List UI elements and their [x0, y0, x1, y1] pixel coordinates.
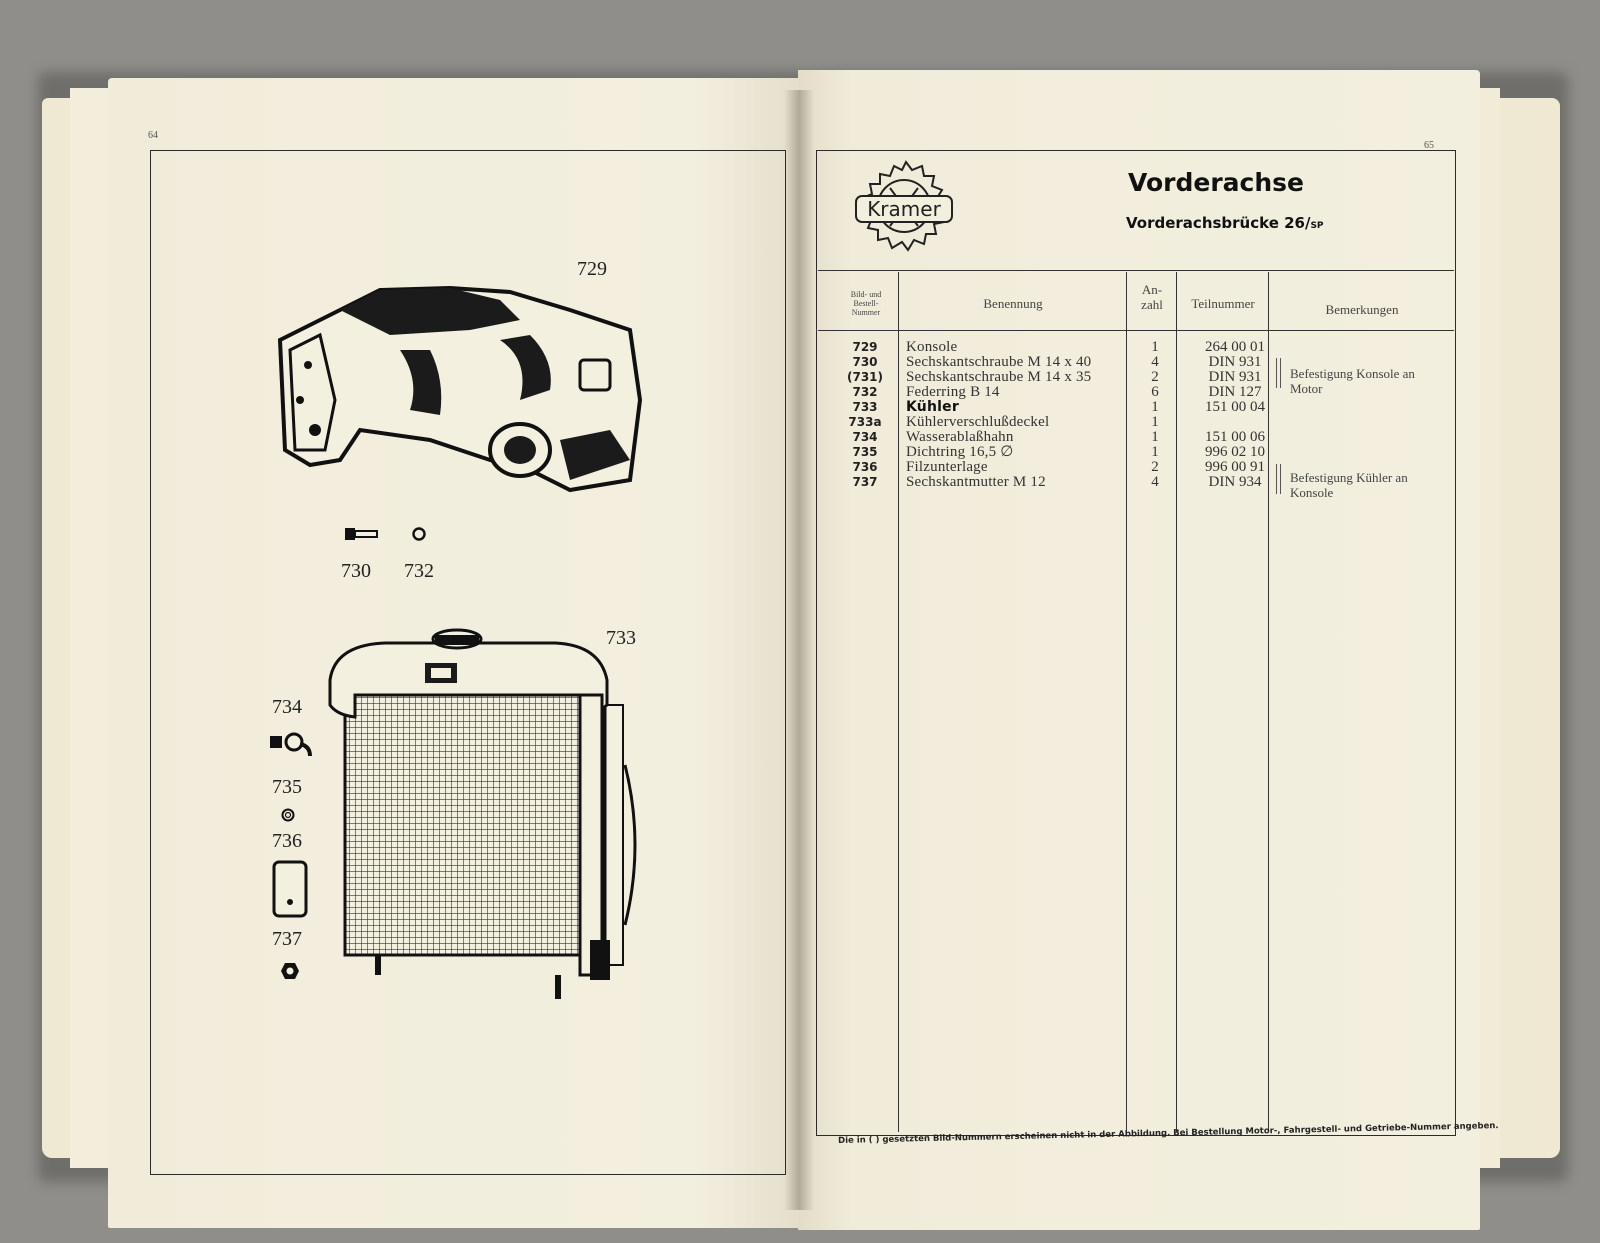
callout-733: 733: [606, 627, 636, 649]
row-8-number: 736: [852, 460, 878, 474]
row-6-number: 734: [852, 430, 878, 444]
right-page-number: 65: [1424, 140, 1434, 151]
row-1-name: Sechskantschraube M 14 x 40: [906, 354, 1092, 370]
row-9-name: Sechskantmutter M 12: [906, 474, 1046, 490]
col-header-qty: An- zahl: [1141, 282, 1163, 312]
remark-1: Befestigung Konsole an Motor: [1290, 366, 1415, 396]
row-1-qty: 4: [1151, 354, 1159, 370]
table-col-divider-3: [1176, 272, 1178, 1132]
subtitle-main: Vorderachsbrücke 26/: [1126, 214, 1311, 232]
row-5-qty: 1: [1151, 414, 1159, 430]
row-1-number: 730: [852, 355, 878, 369]
felt-pad-icon: [272, 860, 308, 918]
row-8-qty: 2: [1151, 459, 1159, 475]
row-9-number: 737: [852, 475, 878, 489]
table-col-divider-1: [898, 272, 900, 1132]
left-page-number: 64: [148, 130, 158, 141]
row-3-qty: 6: [1151, 384, 1159, 400]
callout-729: 729: [577, 258, 607, 280]
kramer-gear-logo-icon: Kramer: [855, 160, 953, 252]
radiator-drawing: [328, 628, 637, 999]
row-5-part: [1180, 415, 1290, 430]
row-6-qty: 1: [1151, 429, 1159, 445]
col-header-name: Benennung: [983, 296, 1043, 311]
table-header-rule: [818, 330, 1454, 332]
callout-735: 735: [272, 776, 302, 798]
row-4-qty: 1: [1151, 399, 1159, 415]
table-col-divider-2: [1126, 272, 1128, 1132]
row-4-number: 733: [852, 400, 878, 414]
row-3-number: 732: [852, 385, 878, 399]
col-header-number: Bild- und Bestell- Nummer: [850, 290, 882, 317]
row-0-qty: 1: [1151, 339, 1159, 355]
console-bracket-drawing: [277, 285, 643, 493]
callout-737: 737: [272, 928, 302, 950]
row-7-name: Dichtring 16,5 ∅: [906, 444, 1014, 460]
remark-brace-1: [1276, 358, 1281, 388]
row-5-name: Kühlerverschlußdeckel: [906, 414, 1050, 430]
left-page-frame: [150, 150, 786, 1175]
col-header-remarks: Bemerkungen: [1325, 302, 1399, 317]
row-1-part: DIN 931: [1208, 354, 1262, 370]
remark-2: Befestigung Kühler an Konsole: [1290, 470, 1408, 500]
sealing-ring-icon: [281, 808, 295, 822]
row-8-part: 996 00 91: [1205, 459, 1265, 475]
page-subtitle: Vorderachsbrücke 26/SP: [1126, 214, 1324, 232]
spring-washer-icon: [412, 527, 426, 541]
row-3-name: Federring B 14: [906, 384, 1000, 400]
drain-tap-icon: [270, 732, 312, 757]
row-0-name: Konsole: [906, 339, 958, 355]
row-3-part: DIN 127: [1208, 384, 1262, 400]
row-4-part: 151 00 04: [1205, 399, 1265, 415]
page-title: Vorderachse: [1128, 168, 1304, 197]
remark-brace-2: [1276, 464, 1281, 494]
subtitle-suffix: SP: [1310, 221, 1324, 231]
row-7-part: 996 02 10: [1205, 444, 1265, 460]
callout-734: 734: [272, 696, 302, 718]
row-4-name: Kühler: [906, 399, 959, 415]
row-2-part: DIN 931: [1208, 369, 1262, 385]
logo-text: Kramer: [867, 197, 941, 221]
table-col-divider-4: [1268, 272, 1270, 1132]
row-0-number: 729: [852, 340, 878, 354]
row-6-name: Wasserablaßhahn: [906, 429, 1014, 445]
bolt-icon: [345, 528, 378, 540]
row-9-qty: 4: [1151, 474, 1159, 490]
row-2-number: (731): [846, 370, 884, 384]
callout-730: 730: [341, 560, 371, 582]
row-7-number: 735: [852, 445, 878, 459]
row-9-part: DIN 934: [1208, 474, 1262, 490]
hex-nut-icon: [281, 963, 299, 979]
row-7-qty: 1: [1151, 444, 1159, 460]
book-gutter: [784, 90, 814, 1210]
row-0-part: 264 00 01: [1205, 339, 1265, 355]
row-8-name: Filzunterlage: [906, 459, 988, 475]
row-2-qty: 2: [1151, 369, 1159, 385]
right-page: [798, 70, 1480, 1230]
row-5-number: 733a: [848, 415, 882, 429]
row-6-part: 151 00 06: [1205, 429, 1265, 445]
col-header-part-number: Teilnummer: [1191, 296, 1255, 311]
callout-732: 732: [404, 560, 434, 582]
callout-736: 736: [272, 830, 302, 852]
row-2-name: Sechskantschraube M 14 x 35: [906, 369, 1092, 385]
table-top-rule: [818, 270, 1454, 272]
right-page-frame: [816, 150, 1456, 1136]
